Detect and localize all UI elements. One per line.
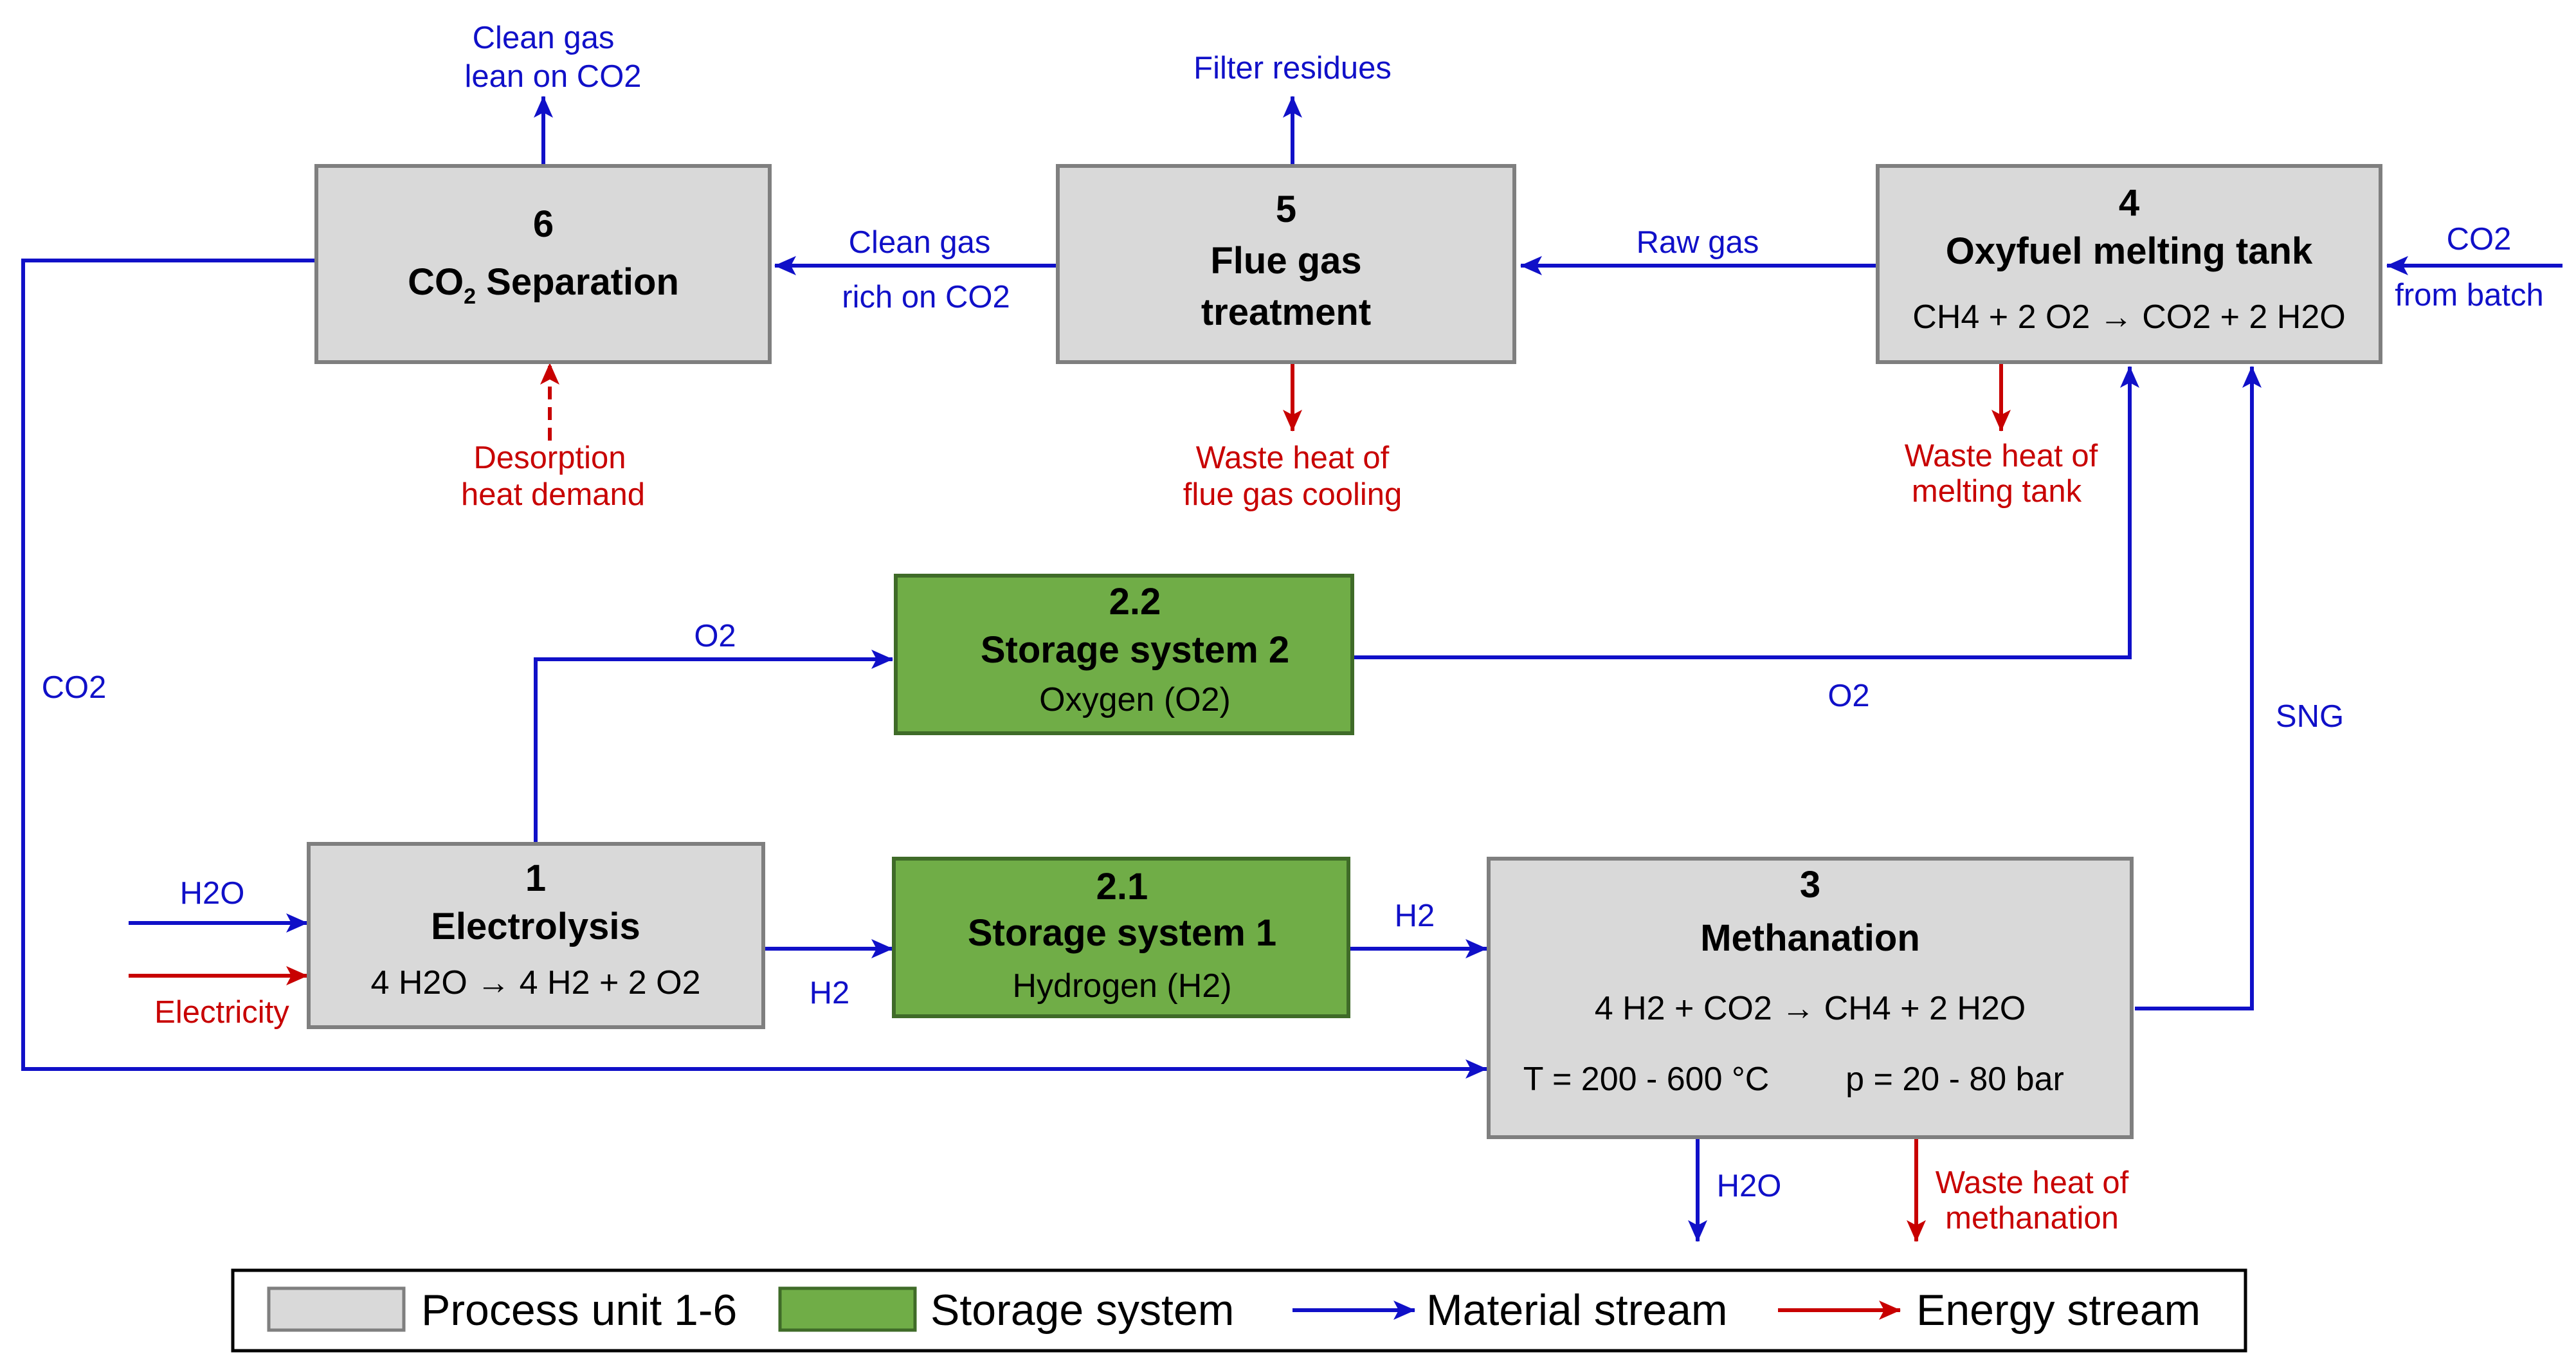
legend: Process unit 1-6 Storage system Material… xyxy=(231,1268,2247,1353)
label-h2o-in: H2O xyxy=(180,876,245,911)
label-waste-meth-2: methanation xyxy=(1945,1201,2119,1236)
label-co2-from-batch-1: CO2 xyxy=(2447,222,2512,257)
legend-process-label: Process unit 1-6 xyxy=(421,1286,737,1335)
unit-6-co2-separation: 6 CO2 Separation xyxy=(314,164,772,364)
legend-frame xyxy=(231,1268,2247,1353)
material-streams xyxy=(21,96,2562,1242)
unit-number: 5 xyxy=(1276,188,1296,230)
label-clean-gas-lean-2: lean on CO2 xyxy=(464,59,641,94)
legend-storage-label: Storage system xyxy=(930,1286,1234,1335)
unit-1-electrolysis: 1 Electrolysis 4 H2O → 4 H2 + 2 O2 xyxy=(307,842,765,1029)
label-filter-residues: Filter residues xyxy=(1193,51,1392,86)
label-waste-meth-1: Waste heat of xyxy=(1936,1165,2129,1200)
unit-conditions-temperature: T = 200 - 600 °C xyxy=(1523,1061,1770,1098)
stream-o2-to-tank xyxy=(1352,366,2139,659)
unit-title: Storage system 1 xyxy=(968,912,1276,954)
label-h2o-out: H2O xyxy=(1717,1169,1782,1203)
unit-3-methanation: 3 Methanation 4 H2 + CO2 → CH4 + 2 H2O T… xyxy=(1487,857,2134,1139)
legend-process-swatch xyxy=(267,1286,406,1332)
unit-equation: 4 H2O → 4 H2 + 2 O2 xyxy=(370,964,700,1001)
legend-storage-swatch xyxy=(778,1286,917,1332)
unit-2-2-storage-oxygen: 2.2 Storage system 2 Oxygen (O2) xyxy=(894,574,1354,735)
unit-box xyxy=(894,574,1354,735)
unit-number: 1 xyxy=(525,857,546,899)
unit-box xyxy=(1876,164,2382,364)
unit-title-line2: treatment xyxy=(1201,291,1371,333)
unit-number: 6 xyxy=(533,203,554,245)
label-co2-recycle: CO2 xyxy=(42,670,107,705)
label-o2-to-storage: O2 xyxy=(694,619,736,653)
label-clean-gas-rich-2: rich on CO2 xyxy=(842,280,1010,315)
label-desorption-1: Desorption xyxy=(474,441,626,475)
unit-box xyxy=(1056,164,1516,364)
label-desorption-2: heat demand xyxy=(461,477,645,512)
label-h2-to-storage: H2 xyxy=(810,976,850,1010)
unit-number: 4 xyxy=(2119,182,2139,224)
unit-number: 3 xyxy=(1800,864,1820,906)
stream-labels: Clean gas lean on CO2 Filter residues Cl… xyxy=(42,21,2544,1236)
label-h2-to-meth: H2 xyxy=(1395,899,1435,933)
energy-streams xyxy=(129,363,2011,1242)
unit-box xyxy=(314,164,772,364)
unit-equation: CH4 + 2 O2 → CO2 + 2 H2O xyxy=(1912,298,2345,336)
unit-title: Oxyfuel melting tank xyxy=(1946,230,2313,272)
unit-box xyxy=(307,842,765,1029)
unit-title: Electrolysis xyxy=(431,906,640,947)
label-clean-gas-lean-1: Clean gas xyxy=(473,21,615,55)
unit-box xyxy=(892,857,1350,1018)
label-waste-flue-2: flue gas cooling xyxy=(1183,477,1402,512)
unit-number: 2.2 xyxy=(1109,581,1161,623)
label-sng: SNG xyxy=(2276,699,2344,734)
legend-material-label: Material stream xyxy=(1426,1286,1728,1335)
unit-title: Storage system 2 xyxy=(981,629,1289,671)
label-co2-from-batch-2: from batch xyxy=(2395,278,2543,313)
label-waste-tank-1: Waste heat of xyxy=(1905,439,2098,473)
stream-o2-to-storage xyxy=(534,650,893,844)
label-clean-gas-rich-1: Clean gas xyxy=(849,225,991,260)
stream-sng xyxy=(2135,366,2262,1010)
label-waste-tank-2: melting tank xyxy=(1912,474,2082,509)
label-o2-to-tank: O2 xyxy=(1828,679,1869,713)
label-raw-gas: Raw gas xyxy=(1637,225,1759,260)
unit-5-flue-gas-treatment: 5 Flue gas treatment xyxy=(1056,164,1516,364)
unit-title: CO2 Separation xyxy=(408,261,679,309)
label-waste-flue-1: Waste heat of xyxy=(1196,441,1390,475)
legend-energy-label: Energy stream xyxy=(1916,1286,2200,1335)
stream-co2-recycle xyxy=(21,259,1487,1079)
unit-equation: 4 H2 + CO2 → CH4 + 2 H2O xyxy=(1595,990,2026,1027)
unit-title: Methanation xyxy=(1700,917,1920,959)
unit-subtitle: Hydrogen (H2) xyxy=(1012,967,1231,1005)
unit-box xyxy=(1487,857,2134,1139)
unit-4-oxyfuel-melting-tank: 4 Oxyfuel melting tank CH4 + 2 O2 → CO2 … xyxy=(1876,164,2382,364)
unit-number: 2.1 xyxy=(1096,866,1148,908)
unit-2-1-storage-hydrogen: 2.1 Storage system 1 Hydrogen (H2) xyxy=(892,857,1350,1018)
unit-conditions-pressure: p = 20 - 80 bar xyxy=(1846,1061,2064,1098)
unit-subtitle: Oxygen (O2) xyxy=(1039,681,1231,718)
unit-title-line1: Flue gas xyxy=(1210,240,1361,282)
label-electricity: Electricity xyxy=(154,995,289,1030)
